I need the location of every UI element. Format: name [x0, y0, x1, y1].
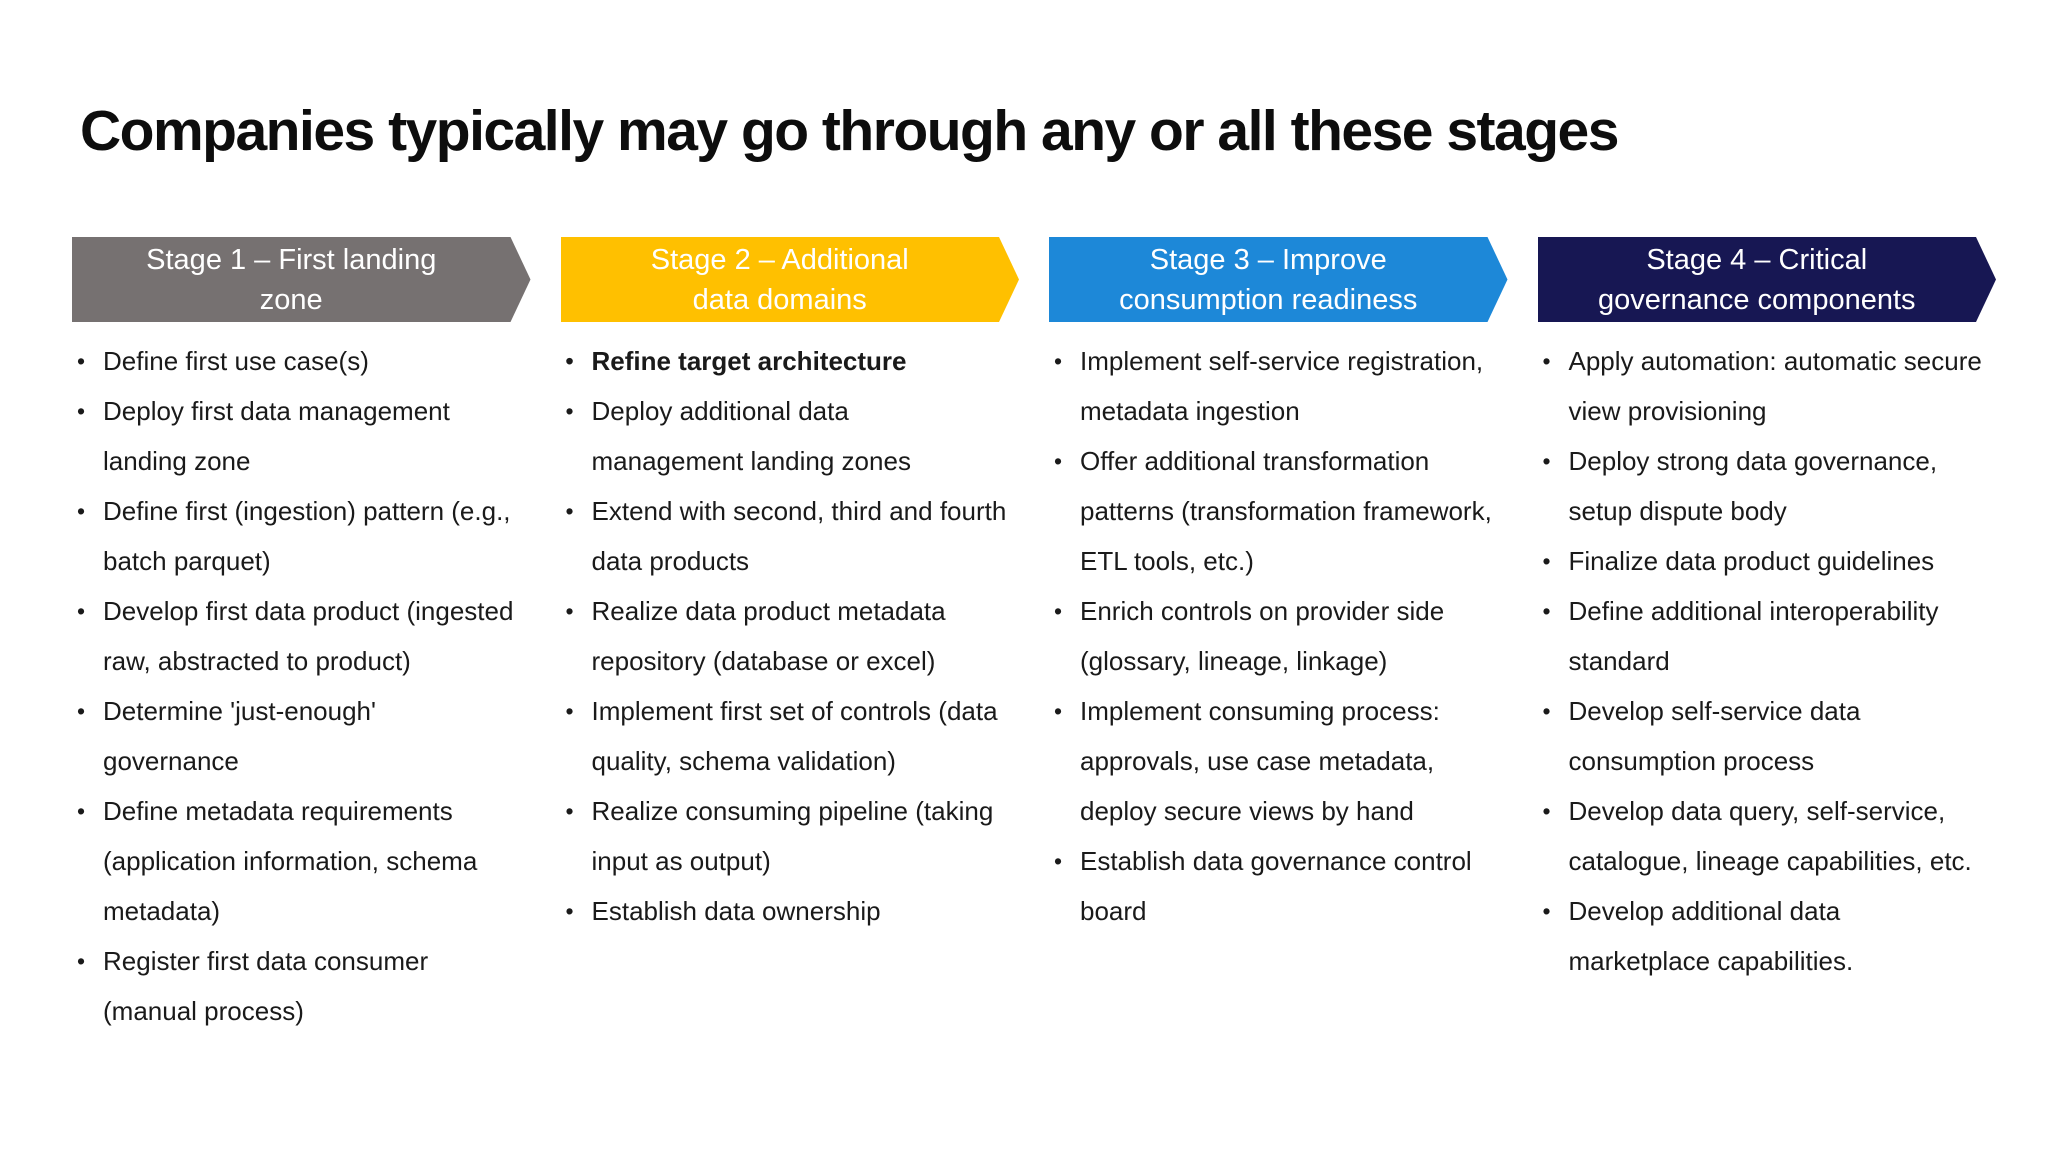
stage-4-bullet: Finalize data product guidelines: [1538, 536, 1985, 586]
stage-header-3: Stage 3 – Improve consumption readiness: [1049, 237, 1508, 322]
stage-1-bullet: Define first use case(s): [72, 336, 519, 386]
stage-3-bullet: Implement self-service registration, met…: [1049, 336, 1496, 436]
stage-4-bullet: Apply automation: automatic secure view …: [1538, 336, 1985, 436]
stage-column-4: Stage 4 – Critical governance components…: [1538, 237, 1997, 1036]
stage-column-3: Stage 3 – Improve consumption readinessI…: [1049, 237, 1508, 1036]
stage-4-bullet: Develop self-service data consumption pr…: [1538, 686, 1985, 786]
stage-1-bullet: Deploy first data management landing zon…: [72, 386, 519, 486]
stage-4-bullet: Develop data query, self-service, catalo…: [1538, 786, 1985, 886]
stage-header-1: Stage 1 – First landing zone: [72, 237, 531, 322]
stage-3-bullet: Enrich controls on provider side (glossa…: [1049, 586, 1496, 686]
stage-2-bullet: Deploy additional data management landin…: [561, 386, 1008, 486]
stage-header-2: Stage 2 – Additional data domains: [561, 237, 1020, 322]
stage-column-2: Stage 2 – Additional data domainsRefine …: [561, 237, 1020, 1036]
stage-3-bullet: Establish data governance control board: [1049, 836, 1496, 936]
stage-1-bullet: Determine 'just-enough' governance: [72, 686, 519, 786]
stage-1-bullet-list: Define first use case(s)Deploy first dat…: [72, 322, 531, 1036]
stage-2-bullet: Realize consuming pipeline (taking input…: [561, 786, 1008, 886]
stage-column-1: Stage 1 – First landing zoneDefine first…: [72, 237, 531, 1036]
slide-title: Companies typically may go through any o…: [80, 99, 1619, 163]
stage-2-bullet: Implement first set of controls (data qu…: [561, 686, 1008, 786]
stage-4-bullet: Deploy strong data governance, setup dis…: [1538, 436, 1985, 536]
stage-1-bullet: Register first data consumer (manual pro…: [72, 936, 519, 1036]
stage-3-bullet-list: Implement self-service registration, met…: [1049, 322, 1508, 936]
stage-4-bullet: Develop additional data marketplace capa…: [1538, 886, 1985, 986]
stage-3-bullet: Implement consuming process: approvals, …: [1049, 686, 1496, 836]
stage-1-bullet: Define metadata requirements (applicatio…: [72, 786, 519, 936]
stages-container: Stage 1 – First landing zoneDefine first…: [72, 237, 1996, 1036]
stage-2-bullet: Extend with second, third and fourth dat…: [561, 486, 1008, 586]
stage-2-bullet-list: Refine target architectureDeploy additio…: [561, 322, 1020, 936]
stage-header-4: Stage 4 – Critical governance components: [1538, 237, 1997, 322]
stage-4-bullet: Define additional interoperability stand…: [1538, 586, 1985, 686]
stage-1-bullet: Develop first data product (ingested raw…: [72, 586, 519, 686]
stage-2-bullet: Realize data product metadata repository…: [561, 586, 1008, 686]
stage-1-bullet: Define first (ingestion) pattern (e.g., …: [72, 486, 519, 586]
stage-3-bullet: Offer additional transformation patterns…: [1049, 436, 1496, 586]
stage-4-bullet-list: Apply automation: automatic secure view …: [1538, 322, 1997, 986]
stage-2-bullet: Refine target architecture: [561, 336, 1008, 386]
stage-2-bullet: Establish data ownership: [561, 886, 1008, 936]
